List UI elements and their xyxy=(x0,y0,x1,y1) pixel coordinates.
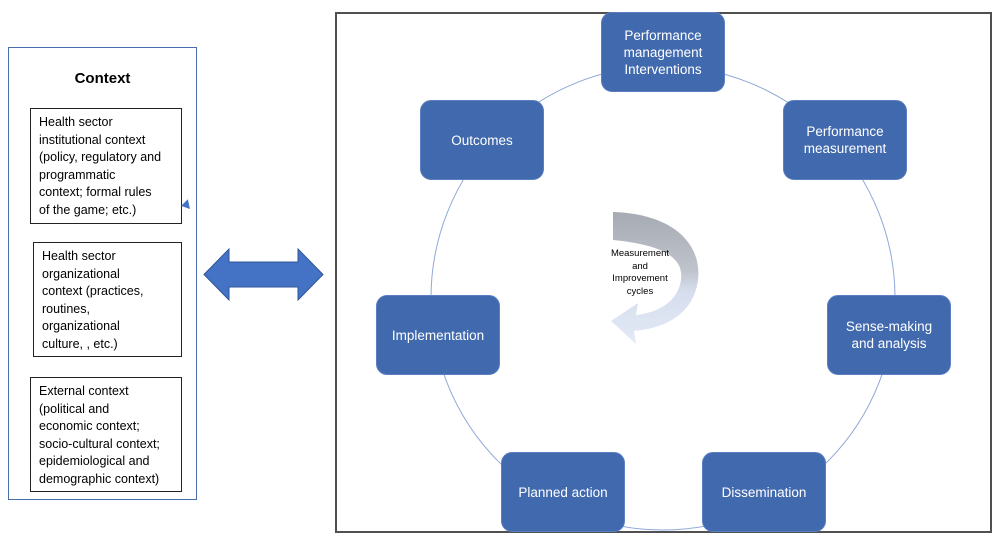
context-box-organizational: Health sector organizational context (pr… xyxy=(33,242,182,357)
context-box-text: Health sector organizational context (pr… xyxy=(42,249,144,351)
node-sense-making-and-analysis: Sense-making and analysis xyxy=(827,295,951,375)
context-panel: Context Health sector institutional cont… xyxy=(8,47,197,500)
node-label: Dissemination xyxy=(721,484,807,500)
double-headed-arrow-icon xyxy=(203,248,324,301)
node-planned-action: Planned action xyxy=(501,452,625,532)
node-outcomes: Outcomes xyxy=(420,100,544,180)
cycle-center-label: Measurement and Improvement cycles xyxy=(595,248,685,298)
node-label: Planned action xyxy=(518,484,608,500)
node-dissemination: Dissemination xyxy=(702,452,826,532)
context-box-institutional: Health sector institutional context (pol… xyxy=(30,108,182,224)
context-box-text: Health sector institutional context (pol… xyxy=(39,115,162,217)
node-performance-management-interventions: Performance management Interventions xyxy=(601,12,725,92)
node-label: Outcomes xyxy=(451,132,513,148)
node-label: Implementation xyxy=(391,327,485,343)
node-label: Performance measurement xyxy=(803,124,887,156)
context-title: Context xyxy=(74,70,131,87)
context-box-external: External context (political and economic… xyxy=(30,377,182,492)
node-label: Sense-making and analysis xyxy=(845,319,933,351)
curved-cycle-arrow-icon xyxy=(611,212,699,344)
node-label: Performance management Interventions xyxy=(623,27,703,77)
node-implementation: Implementation xyxy=(376,295,500,375)
context-box-text: External context (political and economic… xyxy=(39,384,160,486)
cycle-center-label-text: Measurement and Improvement cycles xyxy=(610,248,670,297)
node-performance-measurement: Performance measurement xyxy=(783,100,907,180)
